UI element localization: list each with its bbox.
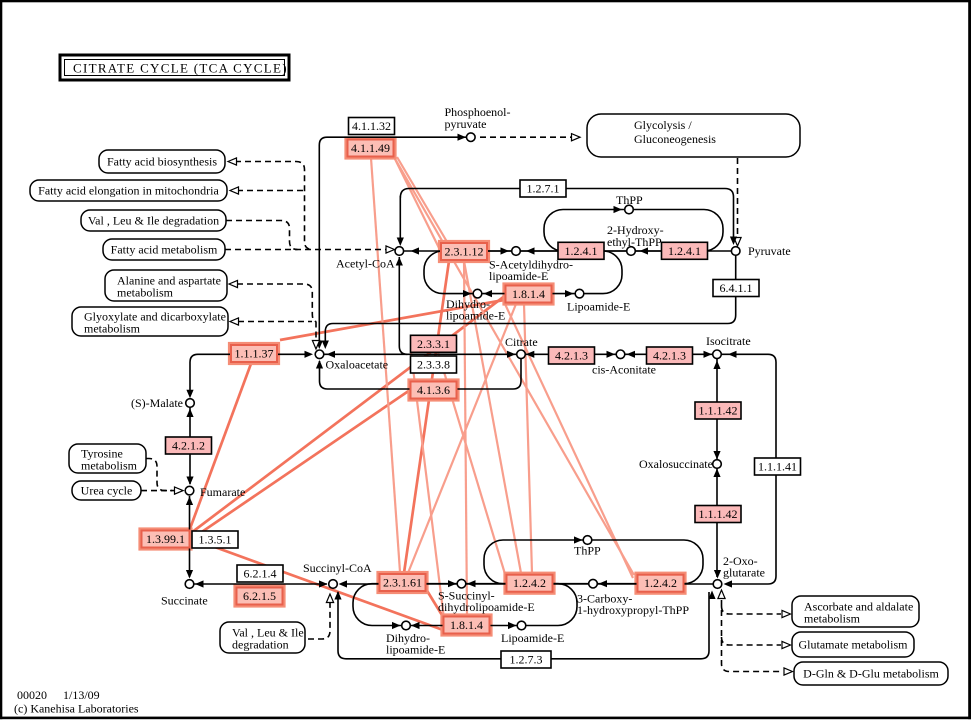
svg-text:Oxaloacetate: Oxaloacetate bbox=[326, 358, 389, 372]
svg-text:4.1.1.32: 4.1.1.32 bbox=[352, 119, 391, 133]
svg-text:6.2.1.5: 6.2.1.5 bbox=[243, 589, 276, 603]
svg-text:Citrate: Citrate bbox=[505, 335, 538, 349]
svg-text:4.1.1.49: 4.1.1.49 bbox=[351, 141, 390, 155]
svg-text:1.2.4.1: 1.2.4.1 bbox=[668, 244, 701, 258]
svg-text:2.3.3.1: 2.3.3.1 bbox=[417, 337, 450, 351]
svg-text:1.1.1.42: 1.1.1.42 bbox=[699, 507, 738, 521]
svg-text:glutarate: glutarate bbox=[723, 566, 765, 580]
svg-text:dihydrolipoamide-E: dihydrolipoamide-E bbox=[438, 600, 535, 614]
svg-text:1.3.99.1: 1.3.99.1 bbox=[146, 532, 185, 546]
svg-text:Fatty acid elongation in mitoc: Fatty acid elongation in mitochondria bbox=[38, 184, 219, 198]
svg-text:lipoamide-E: lipoamide-E bbox=[446, 309, 505, 323]
svg-text:6.2.1.4: 6.2.1.4 bbox=[244, 567, 277, 581]
svg-text:00020: 00020 bbox=[17, 688, 47, 702]
svg-text:1.2.7.1: 1.2.7.1 bbox=[527, 182, 560, 196]
svg-text:Fatty acid biosynthesis: Fatty acid biosynthesis bbox=[107, 155, 217, 169]
svg-text:Glycolysis /: Glycolysis / bbox=[634, 118, 692, 132]
svg-text:D-Gln & D-Glu metabolism: D-Gln & D-Glu metabolism bbox=[803, 667, 939, 681]
svg-text:(c) Kanehisa Laboratories: (c) Kanehisa Laboratories bbox=[14, 702, 139, 716]
svg-text:2.3.3.8: 2.3.3.8 bbox=[417, 358, 450, 372]
svg-text:1-hydroxypropyl-ThPP: 1-hydroxypropyl-ThPP bbox=[577, 603, 689, 617]
svg-text:Oxalosuccinate: Oxalosuccinate bbox=[639, 457, 713, 471]
svg-text:Fatty acid metabolism: Fatty acid metabolism bbox=[111, 243, 218, 257]
svg-text:1.2.7.3: 1.2.7.3 bbox=[510, 653, 543, 667]
svg-text:1.2.4.1: 1.2.4.1 bbox=[565, 244, 598, 258]
svg-text:Val , Leu & Ile degradation: Val , Leu & Ile degradation bbox=[88, 214, 219, 228]
svg-text:Phosphoenol-: Phosphoenol- bbox=[445, 105, 511, 119]
svg-text:ThPP: ThPP bbox=[574, 544, 601, 558]
svg-text:lipoamide-E: lipoamide-E bbox=[489, 269, 548, 283]
svg-text:Dihydro-: Dihydro- bbox=[446, 297, 490, 311]
svg-text:S-Succinyl-: S-Succinyl- bbox=[438, 589, 495, 603]
svg-text:4.2.1.3: 4.2.1.3 bbox=[653, 349, 686, 363]
svg-text:4.1.3.6: 4.1.3.6 bbox=[417, 383, 450, 397]
svg-text:Alanine and aspartate: Alanine and aspartate bbox=[117, 274, 221, 288]
svg-text:2-Hydroxy-: 2-Hydroxy- bbox=[607, 223, 664, 237]
svg-text:1/13/09: 1/13/09 bbox=[63, 688, 100, 702]
svg-text:ThPP: ThPP bbox=[616, 193, 643, 207]
svg-text:lipoamide-E: lipoamide-E bbox=[386, 643, 445, 657]
svg-text:Val , Leu & Ile: Val , Leu & Ile bbox=[232, 626, 304, 640]
svg-text:Tyrosine: Tyrosine bbox=[81, 447, 123, 461]
svg-text:6.4.1.1: 6.4.1.1 bbox=[720, 281, 753, 295]
svg-text:Succinyl-CoA: Succinyl-CoA bbox=[303, 561, 372, 575]
svg-text:Fumarate: Fumarate bbox=[200, 485, 245, 499]
svg-text:Urea cycle: Urea cycle bbox=[81, 484, 133, 498]
svg-text:1.1.1.37: 1.1.1.37 bbox=[235, 347, 274, 361]
svg-text:Isocitrate: Isocitrate bbox=[706, 334, 751, 348]
svg-text:CITRATE CYCLE (TCA CYCLE): CITRATE CYCLE (TCA CYCLE) bbox=[73, 61, 288, 76]
svg-text:Acetyl-CoA: Acetyl-CoA bbox=[336, 257, 395, 271]
svg-text:1.3.5.1: 1.3.5.1 bbox=[199, 533, 232, 547]
svg-text:2.3.1.61: 2.3.1.61 bbox=[383, 576, 422, 590]
svg-text:Lipoamide-E: Lipoamide-E bbox=[567, 300, 630, 314]
svg-text:metabolism: metabolism bbox=[804, 612, 861, 626]
svg-text:2.3.1.12: 2.3.1.12 bbox=[445, 245, 484, 259]
svg-text:3-Carboxy-: 3-Carboxy- bbox=[577, 592, 632, 606]
svg-text:1.1.1.42: 1.1.1.42 bbox=[699, 404, 738, 418]
svg-text:1.2.4.2: 1.2.4.2 bbox=[644, 576, 677, 590]
svg-text:Glyoxylate and dicarboxylate: Glyoxylate and dicarboxylate bbox=[84, 310, 226, 324]
svg-text:Dihydro-: Dihydro- bbox=[386, 631, 430, 645]
svg-text:4.2.1.3: 4.2.1.3 bbox=[555, 349, 588, 363]
svg-text:Pyruvate: Pyruvate bbox=[748, 244, 791, 258]
svg-text:metabolism: metabolism bbox=[84, 322, 141, 336]
svg-text:(S)-Malate: (S)-Malate bbox=[131, 396, 183, 410]
svg-text:1.1.1.41: 1.1.1.41 bbox=[758, 460, 797, 474]
svg-text:pyruvate: pyruvate bbox=[445, 117, 487, 131]
svg-text:ethyl-ThPP: ethyl-ThPP bbox=[607, 235, 662, 249]
svg-text:1.8.1.4: 1.8.1.4 bbox=[512, 287, 545, 301]
svg-text:4.2.1.2: 4.2.1.2 bbox=[172, 439, 205, 453]
svg-text:S-Acetyldihydro-: S-Acetyldihydro- bbox=[489, 258, 573, 272]
svg-text:metabolism: metabolism bbox=[81, 459, 138, 473]
svg-text:Ascorbate and aldalate: Ascorbate and aldalate bbox=[804, 600, 913, 614]
svg-text:Lipoamide-E: Lipoamide-E bbox=[501, 631, 564, 645]
svg-text:Gluconeogenesis: Gluconeogenesis bbox=[634, 132, 716, 146]
svg-text:metabolism: metabolism bbox=[117, 286, 174, 300]
svg-text:Glutamate metabolism: Glutamate metabolism bbox=[799, 638, 909, 652]
svg-text:degradation: degradation bbox=[232, 638, 289, 652]
svg-text:2-Oxo-: 2-Oxo- bbox=[723, 554, 758, 568]
svg-text:cis-Aconitate: cis-Aconitate bbox=[592, 363, 656, 377]
svg-text:1.8.1.4: 1.8.1.4 bbox=[450, 618, 483, 632]
svg-text:Succinate: Succinate bbox=[161, 594, 208, 608]
svg-text:1.2.4.2: 1.2.4.2 bbox=[513, 576, 546, 590]
